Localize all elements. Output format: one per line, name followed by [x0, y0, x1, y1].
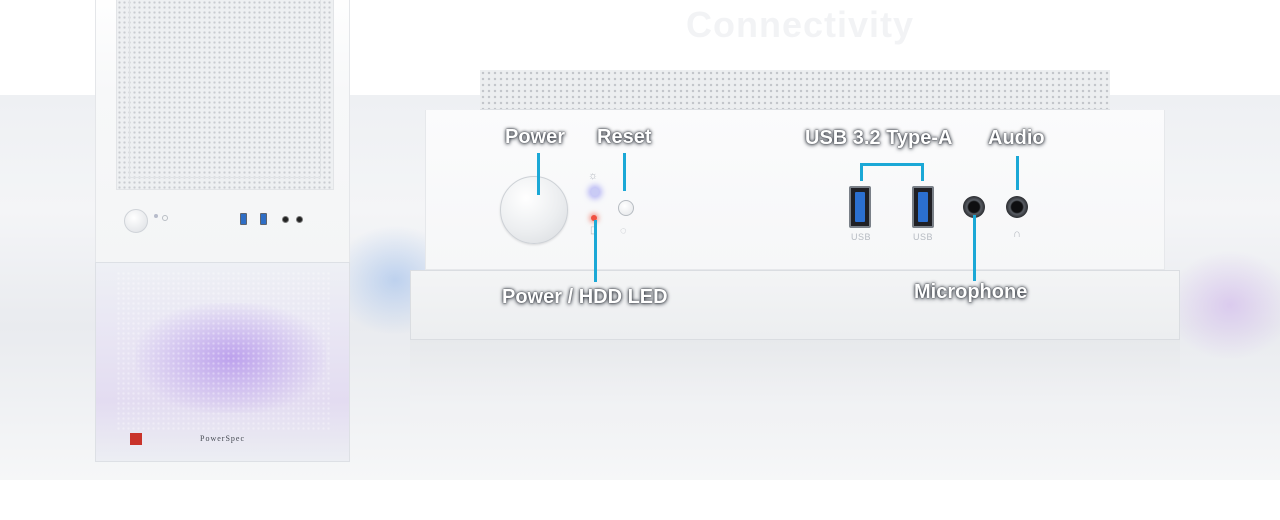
reset-button — [618, 200, 634, 216]
panel-top-mesh — [480, 70, 1110, 110]
usb-port — [849, 186, 871, 228]
tower-power-led — [154, 214, 158, 218]
leader-power-hdd-led — [594, 220, 597, 282]
callout-microphone: Microphone — [914, 281, 1028, 303]
drive-icon: ▯ — [590, 225, 596, 236]
usb-caption: USB — [913, 232, 934, 242]
top-mesh-frame — [129, 0, 321, 178]
leader-microphone — [973, 215, 976, 281]
tower-front-io — [116, 205, 334, 239]
tower-usb-port — [260, 213, 267, 225]
tower-top-panel — [95, 0, 350, 262]
callout-audio: Audio — [988, 127, 1045, 149]
tower-usb-port — [240, 213, 247, 225]
section-heading: Connectivity — [685, 4, 915, 45]
ambient-glow-purple — [1165, 250, 1280, 360]
tower-audio-jack — [296, 216, 303, 223]
io-panel-closeup: ☼ ▯ ◌ USB USB ∩ — [410, 70, 1180, 450]
leader-usb-right — [921, 163, 924, 181]
callout-reset: Reset — [597, 126, 652, 148]
tower-reset-button — [162, 215, 168, 221]
tower-power-button — [124, 209, 148, 233]
front-mesh — [116, 271, 331, 431]
usb-caption: USB — [851, 232, 872, 242]
leader-audio — [1016, 156, 1019, 190]
power-cycle-icon: ◌ — [620, 225, 627, 237]
callout-power: Power — [505, 126, 566, 148]
leader-usb-bracket — [860, 163, 924, 166]
microphone-jack — [963, 196, 985, 218]
power-led — [591, 188, 599, 196]
amd-badge — [130, 433, 142, 445]
usb-port — [912, 186, 934, 228]
tower-mic-jack — [282, 216, 289, 223]
hdd-led — [591, 215, 597, 221]
rgb-fan-glow — [136, 303, 326, 413]
panel-front-edge — [410, 270, 1180, 340]
headphone-icon: ∩ — [1013, 228, 1021, 240]
pc-tower: PowerSpec — [95, 0, 350, 462]
panel-body — [410, 340, 1180, 450]
brand-logo: PowerSpec — [200, 434, 245, 443]
sun-icon: ☼ — [588, 170, 599, 182]
callout-power-hdd-led: Power / HDD LED — [502, 286, 668, 308]
power-button — [500, 176, 568, 244]
tower-front-panel: PowerSpec — [95, 262, 350, 462]
callout-usb: USB 3.2 Type-A — [805, 127, 953, 149]
top-mesh-filter — [116, 0, 334, 190]
leader-reset — [623, 153, 626, 191]
leader-usb-left — [860, 163, 863, 181]
leader-power — [537, 153, 540, 195]
audio-jack — [1006, 196, 1028, 218]
